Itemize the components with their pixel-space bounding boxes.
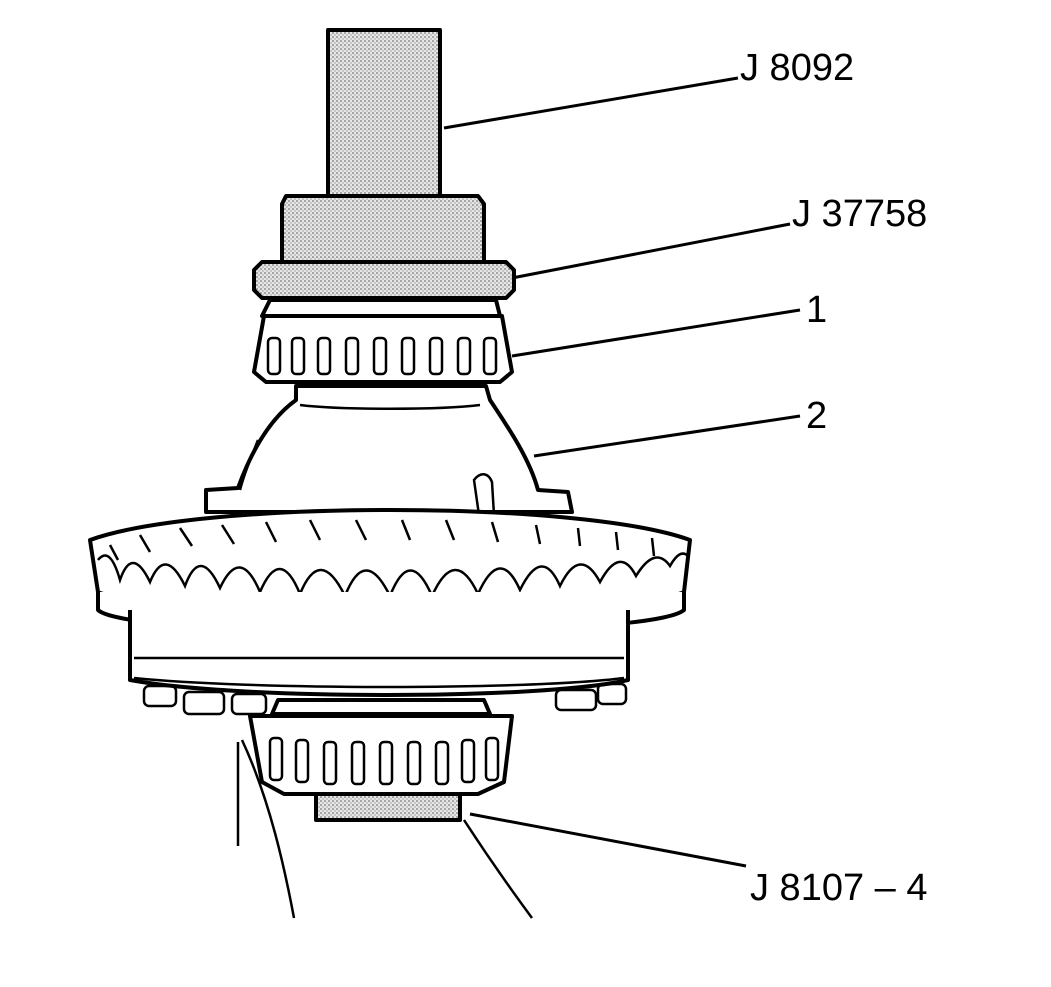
label-tool-installer: J 37758 (792, 193, 927, 235)
leader-lines (443, 76, 801, 868)
upper-bearing (252, 298, 514, 384)
label-tool-support: J 8107 – 4 (750, 867, 927, 909)
installer-tool (252, 194, 516, 300)
lower-bearing (248, 698, 514, 796)
support-tool (314, 792, 462, 822)
leader-tool-support (469, 812, 747, 868)
press-ram (326, 28, 442, 208)
leader-case (533, 414, 801, 458)
callout-labels: J 8092 J 37758 1 2 J 8107 – 4 (740, 47, 927, 909)
label-case: 2 (806, 395, 827, 437)
ring-gear-bolts (142, 682, 628, 716)
label-tool-press: J 8092 (740, 47, 854, 89)
leader-bearing (511, 308, 801, 358)
press-stand-lines (236, 739, 534, 919)
ring-gear (88, 508, 692, 697)
leader-tool-press (443, 76, 739, 130)
differential-case (204, 384, 574, 552)
label-bearing: 1 (806, 289, 827, 331)
leader-tool-installer (511, 222, 791, 280)
